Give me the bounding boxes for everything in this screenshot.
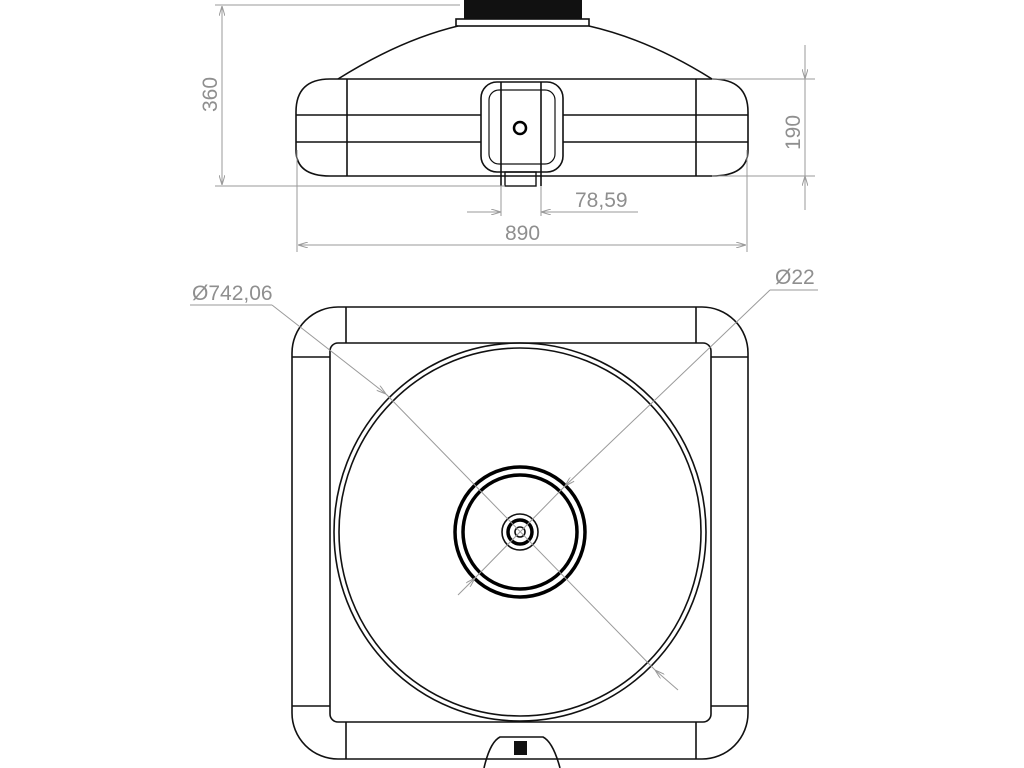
dim-total-height: 360 <box>199 77 222 112</box>
neck-ring-outer <box>453 465 587 599</box>
bottom-tab <box>483 736 561 768</box>
outlet-hole <box>512 120 528 136</box>
dim-dome-diameter: Ø742,06 <box>192 282 273 305</box>
spout <box>504 171 537 187</box>
neck-ring-inner <box>461 473 579 591</box>
tab-plug <box>514 741 527 755</box>
side-view: 360 190 78,59 890 <box>199 0 815 252</box>
cap <box>506 518 534 546</box>
dome <box>337 25 713 80</box>
top-view: Ø742,06 Ø22 <box>190 266 818 768</box>
neck <box>464 0 582 19</box>
neck-flange <box>455 18 590 27</box>
dim-neck-diameter: Ø22 <box>775 266 815 289</box>
dim-body-height: 190 <box>782 115 805 150</box>
dim-outlet-width: 78,59 <box>575 189 628 212</box>
outlet-recess <box>480 81 564 173</box>
dim-total-width: 890 <box>505 222 540 245</box>
dome-outer <box>333 342 707 722</box>
tank-outline <box>291 306 749 760</box>
